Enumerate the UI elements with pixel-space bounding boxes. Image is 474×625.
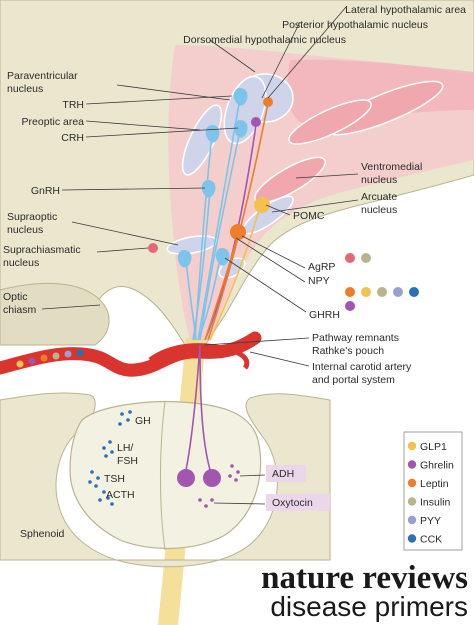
legend-swatch [407,515,417,525]
vessel-hormone-dots [16,349,84,368]
optic-chiasm-shape [0,283,110,346]
posterior-hypothalamic-nucleus-shape [288,99,372,145]
label-carotid-1: Internal carotid artery [312,361,412,373]
legend-item: PYY [407,515,441,527]
label-ventromedial-1: Ventromedial [361,161,422,173]
label-acth: ACTH [106,489,135,501]
anterior-pituitary-secretions [88,410,132,506]
legend-swatch [407,497,417,506]
pituitary-gland [69,401,262,550]
label-suprachiasmatic-1: Suprachiasmatic [3,244,81,256]
legend-swatch [407,478,417,488]
label-crh: CRH [61,132,84,144]
legend-label: GLP1 [420,441,447,453]
label-pomc: POMC [293,210,325,222]
label-arcuate-2: nucleus [361,204,397,216]
brand-line-2: disease primers [270,591,468,622]
label-suprachiasmatic-2: nucleus [3,257,39,269]
label-paraventricular-1: Paraventricular [7,70,78,82]
label-pathway-2: Rathke's pouch [312,345,384,357]
legend-box [403,431,463,551]
pituitary-divider [159,401,166,551]
label-npy: NPY [308,275,330,287]
oxytocin-callout-box [266,494,330,511]
preoptic-area-shape [181,104,223,176]
label-carotid-2: and portal system [312,374,395,386]
label-lh: LH/ [117,442,133,454]
agrp-npy-receptor-dots [345,253,419,311]
suprachiasmatic-dot [148,243,158,253]
leader-lines [41,6,359,505]
label-paraventricular-2: nucleus [7,83,43,95]
label-dorsomedial-hypothalamic-nucleus: Dorsomedial hypothalamic nucleus [183,34,346,46]
legend-item: Insulin [407,496,451,508]
sphenoid-bone [0,392,331,568]
label-posterior-hypothalamic-nucleus: Posterior hypothalamic nucleus [282,19,428,31]
legend-item: Ghrelin [407,459,454,471]
label-fsh: FSH [117,455,138,467]
label-lateral-hypothalamic-area: Lateral hypothalamic area [345,4,466,16]
brand-line-1: nature reviews [261,560,468,596]
legend-label: Leptin [420,478,449,490]
legend-item: Leptin [407,478,449,490]
label-supraoptic-2: nucleus [7,224,43,236]
legend-swatch [407,534,417,543]
label-trh: TRH [62,99,84,111]
legend-label: PYY [420,515,441,527]
legend-swatch [407,441,417,451]
label-gnrh: GnRH [31,185,60,197]
portal-vessel-loop [148,343,250,370]
label-supraoptic-1: Supraoptic [7,211,57,223]
label-ventromedial-2: nucleus [361,174,397,186]
legend-label: Insulin [420,496,451,508]
label-ghrh: GHRH [309,309,340,321]
legend-label: CCK [420,533,442,545]
legend-item: GLP1 [407,441,447,453]
label-pathway-1: Pathway remnants [312,332,399,344]
legend-label: Ghrelin [420,459,454,471]
label-agrp: AgRP [308,261,335,273]
legend-swatch [407,460,417,469]
adh-callout-box [266,465,306,482]
label-preoptic-area: Preoptic area [22,116,85,128]
label-arcuate-1: Arcuate [361,191,397,203]
label-adh: ADH [272,468,294,480]
label-optic-2: chiasm [3,304,37,316]
ventromedial-nucleus-shape [254,156,326,204]
posterior-pituitary-secretions [198,464,240,508]
label-sphenoid: Sphenoid [20,528,65,540]
label-oxytocin: Oxytocin [272,497,313,509]
legend-item: CCK [407,533,442,545]
label-optic-1: Optic [3,291,28,303]
label-tsh: TSH [104,473,125,485]
label-gh: GH [135,415,151,427]
